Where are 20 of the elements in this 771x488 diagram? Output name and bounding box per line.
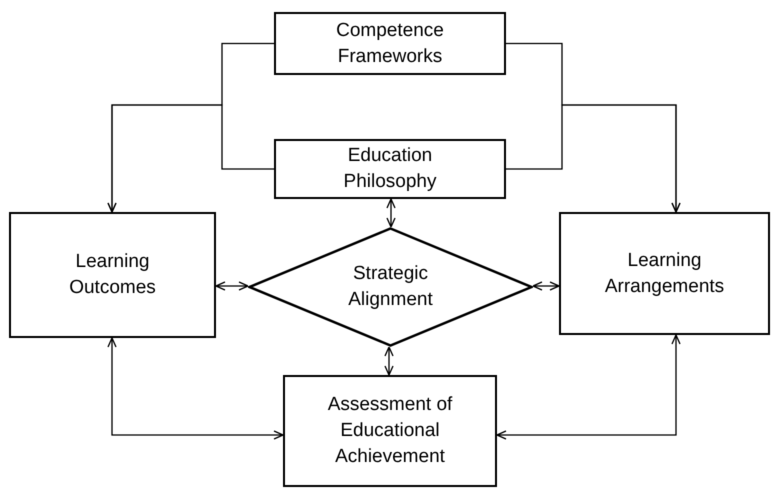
process-box [274, 139, 506, 199]
arrow [384, 346, 394, 376]
process-box [274, 12, 506, 75]
node-label: Assessment of Educational Achievement [326, 393, 454, 469]
node-label: Strategic Alignment [347, 262, 434, 312]
process-box [9, 212, 216, 338]
arrow [506, 104, 681, 213]
node-label: Learning Arrangements [604, 248, 726, 298]
decision-diamond [248, 227, 533, 347]
node-label: Learning Outcomes [68, 250, 157, 300]
arrow [107, 104, 274, 213]
node-label: Competence Frameworks [335, 18, 445, 68]
arrow [386, 198, 396, 228]
process-box [283, 375, 497, 487]
arrow [107, 337, 284, 440]
process-box [559, 212, 770, 335]
arrow [215, 281, 249, 291]
arrow [496, 334, 681, 440]
node-label: Education Philosophy [342, 144, 438, 194]
arrow [532, 281, 560, 291]
